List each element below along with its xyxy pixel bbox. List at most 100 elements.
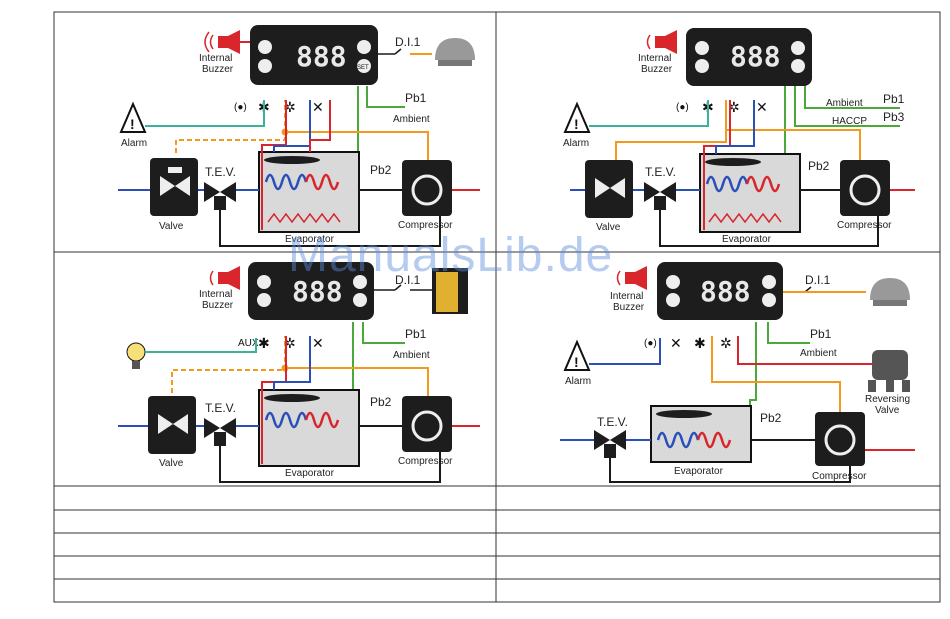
svg-text:(●): (●) xyxy=(644,338,657,349)
tev-icon xyxy=(644,182,676,210)
alarm-label: Alarm xyxy=(565,376,591,387)
panel-3: Internal Buzzer 888 D.I.1 AUX ✱ ✲ ✕ Pb1 … xyxy=(118,262,480,483)
buzzer-label-1: Internal xyxy=(199,289,232,300)
evaporator-label: Evaporator xyxy=(285,234,335,245)
svg-text:✲: ✲ xyxy=(728,99,740,115)
buzzer-label-2: Buzzer xyxy=(202,64,234,75)
evaporator xyxy=(258,151,360,233)
page-frame xyxy=(53,11,941,603)
pb1-label: Pb1 xyxy=(405,91,427,105)
pb1-label: Pb1 xyxy=(810,327,832,341)
valve-label: Valve xyxy=(159,458,184,469)
svg-text:✕: ✕ xyxy=(670,335,682,351)
alarm-label: Alarm xyxy=(121,138,147,149)
svg-text:✲: ✲ xyxy=(720,335,732,351)
display-digits: 888 xyxy=(730,40,781,73)
tev-label: T.E.V. xyxy=(205,401,236,415)
aux-label: AUX xyxy=(238,338,259,349)
haccp-label: HACCP xyxy=(832,116,867,127)
compressor-label: Compressor xyxy=(837,220,892,231)
svg-text:!: ! xyxy=(574,354,579,370)
valve-icon xyxy=(585,160,633,218)
compressor-label: Compressor xyxy=(398,220,453,231)
svg-text:!: ! xyxy=(574,116,579,132)
speaker-icon xyxy=(646,30,677,54)
fan-icon: ✕ xyxy=(312,99,324,115)
evaporator xyxy=(650,405,752,463)
buzzer-label-1: Internal xyxy=(610,291,643,302)
buzzer-label-2: Buzzer xyxy=(641,64,673,75)
defrost-icon: ✲ xyxy=(284,99,296,115)
relay-row: AUX ✱ ✲ ✕ xyxy=(238,335,324,351)
reversing-label-1: Reversing xyxy=(865,394,910,405)
ambient-label: Ambient xyxy=(393,114,430,125)
valve-icon xyxy=(148,396,196,454)
buzzer-label-1: Internal xyxy=(638,53,671,64)
pressure-switch-icon xyxy=(435,38,475,66)
ambient-label: Ambient xyxy=(393,350,430,361)
di1-label: D.I.1 xyxy=(805,273,831,287)
power-button-icon xyxy=(357,40,371,54)
compressor-icon xyxy=(402,160,452,216)
tev-icon xyxy=(204,182,236,210)
reversing-valve-icon xyxy=(868,350,910,392)
tev-icon xyxy=(204,418,236,446)
valve-label: Valve xyxy=(596,222,621,233)
controller: 888 xyxy=(248,262,374,320)
valve-icon xyxy=(150,158,198,216)
svg-text:(●): (●) xyxy=(234,102,247,113)
svg-text:(●): (●) xyxy=(676,102,689,113)
tev-label: T.E.V. xyxy=(645,165,676,179)
display-digits: 888 xyxy=(700,275,751,308)
evaporator-label: Evaporator xyxy=(722,234,772,245)
tev-label: T.E.V. xyxy=(205,165,236,179)
compressor-icon xyxy=(840,160,890,216)
pb2-label: Pb2 xyxy=(808,159,830,173)
evaporator-label: Evaporator xyxy=(285,468,335,479)
panel-2: Internal Buzzer 888 (●) ✱ ✲ ✕ Pb1 Ambien… xyxy=(563,28,915,247)
di1-label: D.I.1 xyxy=(395,273,421,287)
up-button-icon xyxy=(258,40,272,54)
alarm-icon: ! xyxy=(563,339,591,371)
relay-row: (●) ✕ ✱ ✲ xyxy=(644,335,732,351)
compressor-label: Compressor xyxy=(812,471,867,482)
speaker-icon xyxy=(616,266,647,290)
pressure-switch-icon xyxy=(870,278,910,306)
display-digits: 888 xyxy=(296,40,347,73)
controller: 888 SET xyxy=(250,25,378,85)
pb1-label: Pb1 xyxy=(405,327,427,341)
evaporator-label: Evaporator xyxy=(674,466,724,477)
lightbulb-icon xyxy=(126,342,146,369)
alarm-label: Alarm xyxy=(563,138,589,149)
pb2-label: Pb2 xyxy=(370,395,392,409)
panel-1: Internal Buzzer 888 SET D.I.1 (●) ✱ ✲ ✕ xyxy=(118,25,480,247)
compressor-icon xyxy=(815,412,865,466)
svg-text:!: ! xyxy=(130,116,135,132)
speaker-icon xyxy=(204,30,240,54)
set-label: SET xyxy=(357,65,369,71)
alarm-icon: ! xyxy=(119,101,147,133)
svg-text:✱: ✱ xyxy=(694,335,706,351)
set-button-icon xyxy=(357,59,371,73)
svg-text:✕: ✕ xyxy=(756,99,768,115)
valve-label: Valve xyxy=(159,221,184,232)
compressor-label: Compressor xyxy=(398,456,453,467)
ambient-label: Ambient xyxy=(826,98,863,109)
pb2-label: Pb2 xyxy=(370,163,392,177)
svg-text:✲: ✲ xyxy=(284,335,296,351)
speaker-icon xyxy=(209,266,240,290)
controller: 888 xyxy=(686,28,812,86)
tev-label: T.E.V. xyxy=(597,415,628,429)
alarm-icon: ! xyxy=(563,101,591,133)
reversing-label-2: Valve xyxy=(875,405,900,416)
buzzer-label-2: Buzzer xyxy=(613,302,645,313)
evaporator xyxy=(699,153,801,233)
buzzer-label-2: Buzzer xyxy=(202,300,234,311)
pb2-label: Pb2 xyxy=(760,411,782,425)
door-icon xyxy=(432,268,468,314)
evaporator xyxy=(258,389,360,467)
ambient-label: Ambient xyxy=(800,348,837,359)
pb3-label: Pb3 xyxy=(883,110,905,124)
